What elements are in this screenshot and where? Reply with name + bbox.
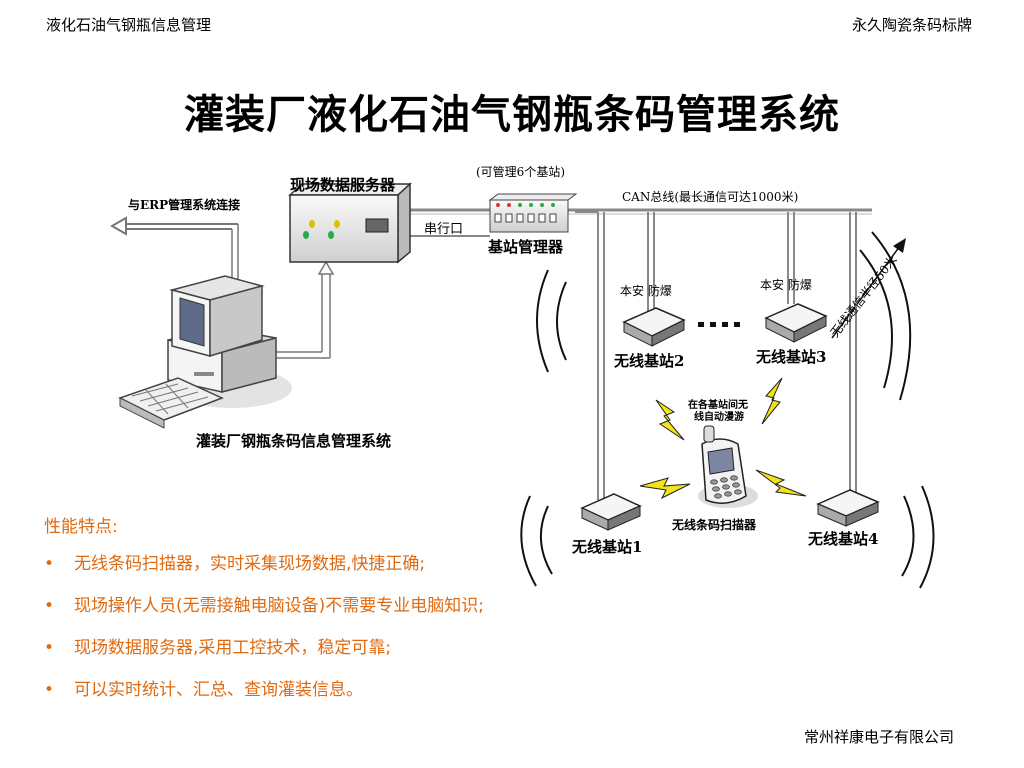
server-label: 现场数据服务器 xyxy=(290,176,396,194)
bullet-icon: • xyxy=(44,638,55,658)
feature-text: 可以实时统计、汇总、查询灌装信息。 xyxy=(74,680,363,700)
station2-label: 无线基站2 xyxy=(614,352,685,370)
bullet-icon: • xyxy=(44,596,55,616)
station-4 xyxy=(816,489,880,527)
server-box xyxy=(288,182,412,264)
bullet-icon: • xyxy=(44,554,55,574)
station2-tag: 本安 防爆 xyxy=(620,284,672,298)
system-label: 灌装厂钢瓶条码信息管理系统 xyxy=(196,432,392,450)
feature-text: 无线条码扫描器，实时采集现场数据,快捷正确; xyxy=(74,554,426,574)
lightning-bolts xyxy=(639,377,807,500)
can-bus-label: CAN总线(最长通信可达1000米) xyxy=(622,190,799,204)
handheld-scanner xyxy=(698,425,758,508)
page-title: 灌装厂液化石油气钢瓶条码管理系统 xyxy=(184,91,840,138)
feature-text: 现场操作人员(无需接触电脑设备)不需要专业电脑知识; xyxy=(74,596,484,616)
list-item: • 现场数据服务器,采用工控技术，稳定可靠; xyxy=(44,637,484,679)
manager-label: 基站管理器 xyxy=(488,238,564,256)
features-title: 性能特点: xyxy=(44,517,118,537)
roam-note-line2: 线自动漫游 xyxy=(694,412,744,423)
station3-tag: 本安 防爆 xyxy=(760,278,812,292)
scanner-label: 无线条码扫描器 xyxy=(672,518,757,532)
erp-label: 与ERP管理系统连接 xyxy=(128,198,241,212)
bullet-icon: • xyxy=(44,680,55,700)
serial-port-label: 串行口 xyxy=(424,222,464,237)
features-list: • 无线条码扫描器，实时采集现场数据,快捷正确; • 现场操作人员(无需接触电脑设备… xyxy=(44,553,484,721)
erp-connection xyxy=(109,211,598,359)
manager-note: (可管理6个基站) xyxy=(476,165,565,179)
company-footer: 常州祥康电子有限公司 xyxy=(803,728,954,746)
station-1 xyxy=(580,493,642,531)
station1-label: 无线基站1 xyxy=(572,538,643,556)
feature-text: 现场数据服务器,采用工控技术，稳定可靠; xyxy=(74,638,392,658)
base-station-manager xyxy=(488,193,578,233)
features-section: 性能特点: • 无线条码扫描器，实时采集现场数据,快捷正确; • 现场操作人员(无需… xyxy=(44,512,484,721)
roam-note-line1: 在各基站间无 xyxy=(688,400,748,411)
station-2 xyxy=(622,307,686,347)
list-item: • 可以实时统计、汇总、查询灌装信息。 xyxy=(44,679,484,721)
header-left: 液化石油气钢瓶信息管理 xyxy=(46,16,212,34)
list-item: • 现场操作人员(无需接触电脑设备)不需要专业电脑知识; xyxy=(44,595,484,637)
drop-lines xyxy=(597,212,857,500)
can-bus xyxy=(398,208,872,215)
radius-arrow xyxy=(831,238,906,339)
radio-waves xyxy=(520,231,935,589)
station4-label: 无线基站4 xyxy=(808,530,879,548)
computer xyxy=(118,275,292,429)
header-right: 永久陶瓷条码标牌 xyxy=(851,16,972,34)
station-3 xyxy=(764,303,828,343)
station3-label: 无线基站3 xyxy=(756,348,827,366)
list-item: • 无线条码扫描器，实时采集现场数据,快捷正确; xyxy=(44,553,484,595)
dots-separator xyxy=(698,322,740,327)
